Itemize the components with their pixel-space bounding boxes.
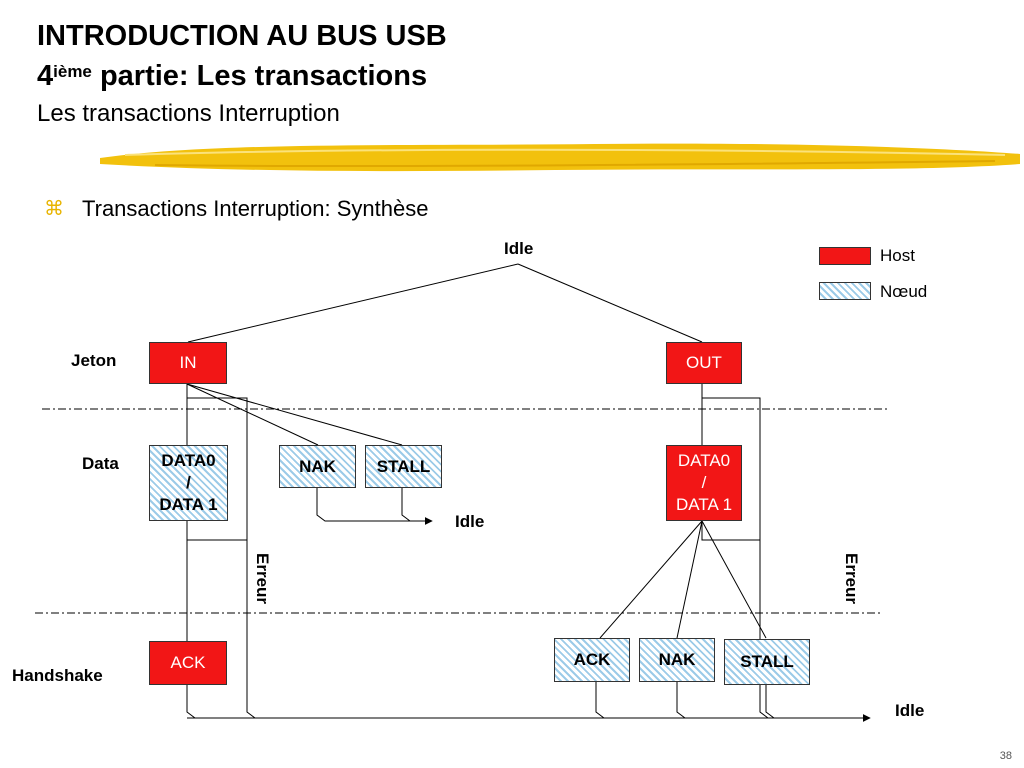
out-nak-label: NAK <box>658 650 696 669</box>
token-in-label: IN <box>179 353 197 372</box>
in-nak-box: NAK <box>279 445 356 488</box>
in-ack-box: ACK <box>149 641 227 685</box>
token-in-box: IN <box>149 342 227 384</box>
in-stall-label: STALL <box>376 456 431 476</box>
token-out-label: OUT <box>686 353 722 372</box>
out-data-line1: DATA0 <box>677 451 731 470</box>
in-nak-label: NAK <box>299 456 336 476</box>
out-stall-label: STALL <box>740 652 794 671</box>
phase-label-handshake: Handshake <box>12 666 103 685</box>
token-out-box: OUT <box>666 342 742 384</box>
brush-stroke-decoration <box>100 143 1020 172</box>
out-data-line2: / <box>701 473 707 492</box>
in-ack-label: ACK <box>170 653 206 672</box>
out-nak-box: NAK <box>639 638 715 682</box>
legend-host-swatch <box>819 247 871 265</box>
idle-top-label: Idle <box>504 239 534 258</box>
subtitle-text: partie: Les transactions <box>91 60 428 92</box>
out-data-box: DATA0 / DATA 1 <box>666 445 742 521</box>
idle-bottom-label: Idle <box>895 701 925 720</box>
legend-node-swatch <box>819 282 871 300</box>
in-stall-box: STALL <box>365 445 442 488</box>
in-error-label: Erreur <box>253 553 272 605</box>
page-number: 38 <box>999 750 1012 762</box>
command-icon: ⌘ <box>44 198 64 220</box>
in-data-line2: / <box>186 473 191 492</box>
out-ack-box: ACK <box>554 638 630 682</box>
out-error-label: Erreur <box>842 553 861 605</box>
out-ack-label: ACK <box>573 650 611 669</box>
legend-host-label: Host <box>880 246 915 265</box>
legend-node-label: Nœud <box>880 282 928 301</box>
out-data-line3: DATA 1 <box>675 495 733 514</box>
phase-label-token: Jeton <box>71 351 117 370</box>
subtitle-superscript: ième <box>53 62 92 81</box>
bullet-text: Transactions Interruption: Synthèse <box>82 196 429 221</box>
subtitle-number: 4 <box>37 60 54 92</box>
slide-title: INTRODUCTION AU BUS USB <box>37 20 447 52</box>
in-data-line3: DATA 1 <box>159 495 218 514</box>
in-data-box: DATA0 / DATA 1 <box>149 445 228 521</box>
in-data-line1: DATA0 <box>161 451 216 470</box>
idle-mid-label: Idle <box>455 512 485 531</box>
out-stall-box: STALL <box>724 639 810 685</box>
phase-label-data: Data <box>82 454 119 473</box>
slide-section-title: Les transactions Interruption <box>37 100 340 127</box>
slide-subtitle: 4ième partie: Les transactions <box>37 58 427 94</box>
